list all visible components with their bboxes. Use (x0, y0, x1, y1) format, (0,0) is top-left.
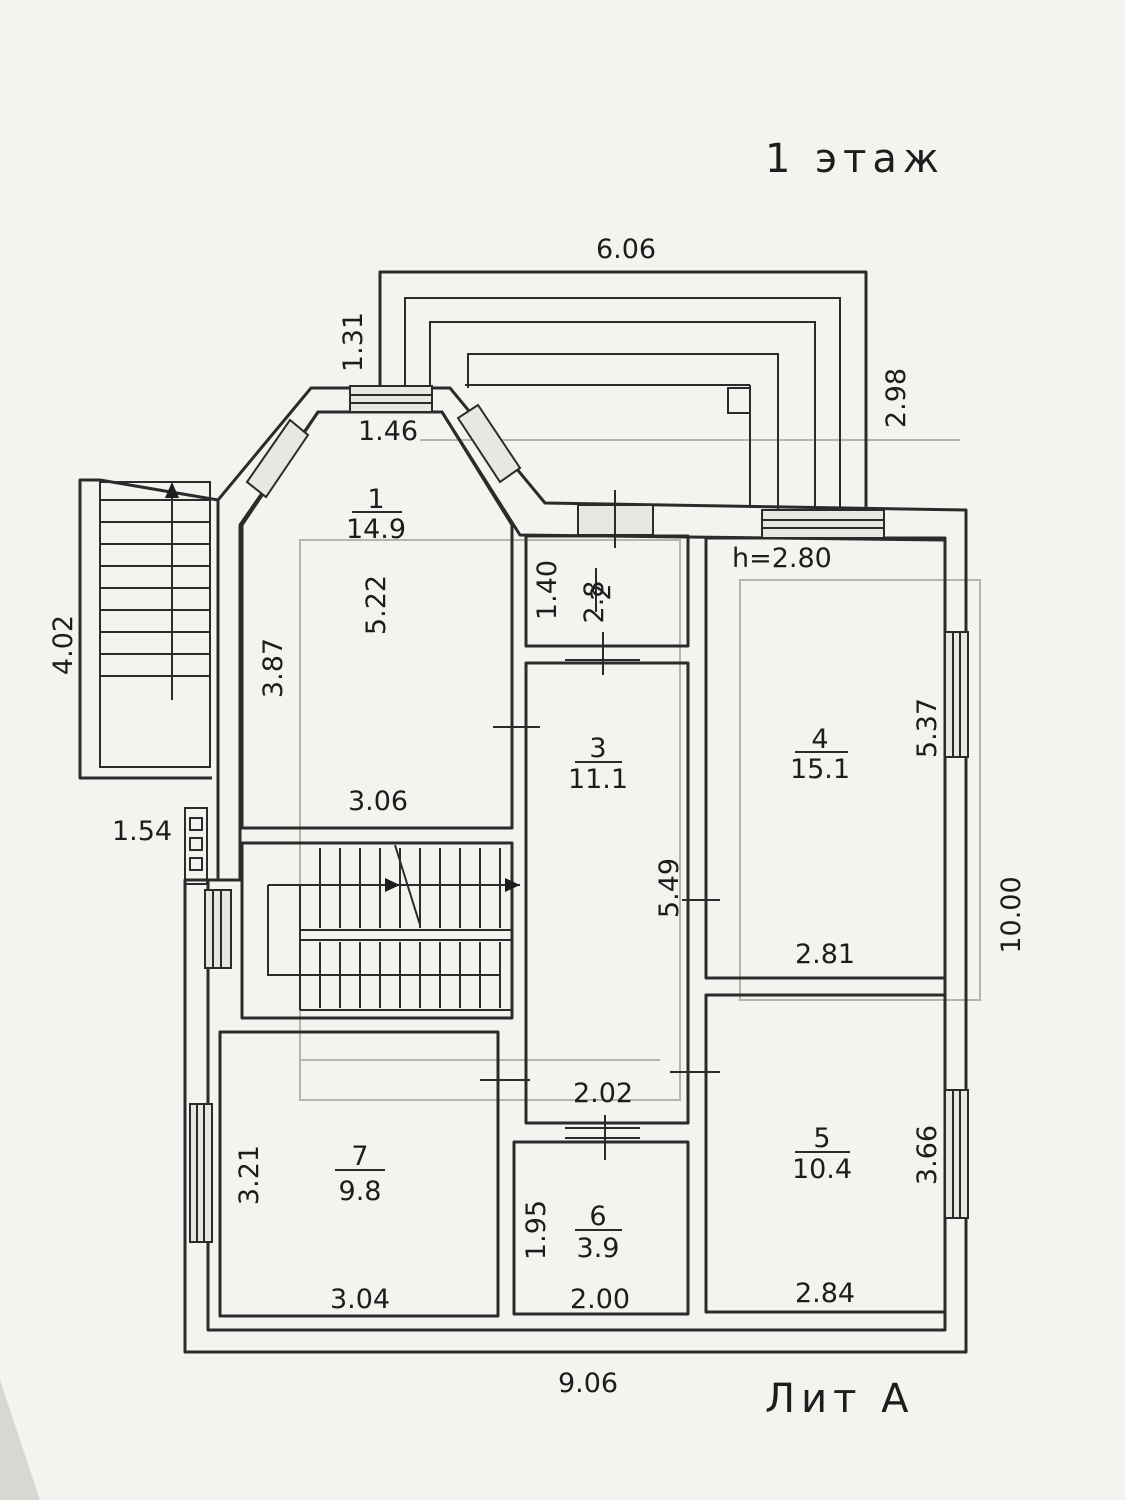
room-labels: 1 14.9 2 2.8 3 11.1 4 15.1 5 10.4 6 3.9 … (335, 484, 852, 1264)
interior-staircase (240, 841, 520, 1020)
dim-terrace-left: 1.31 (338, 312, 369, 372)
dim-room7-height: 3.21 (234, 1145, 265, 1205)
room-7-outline (218, 1030, 500, 1318)
room-5-area: 10.4 (792, 1154, 852, 1185)
dim-room5-height: 3.66 (912, 1125, 943, 1185)
entrance-stairs (78, 478, 219, 885)
room-1-area: 14.9 (346, 514, 406, 545)
room-6-area: 3.9 (577, 1233, 620, 1264)
dim-room1-height: 5.22 (361, 575, 392, 635)
ceiling-height: h=2.80 (732, 543, 832, 574)
dim-room6-width: 2.00 (570, 1284, 630, 1315)
dim-stair-length: 4.02 (48, 615, 79, 675)
dim-terrace-depth: 2.98 (881, 368, 912, 428)
dim-room6-height: 1.95 (521, 1200, 552, 1260)
room-7-number: 7 (351, 1141, 368, 1172)
dim-room4-width: 2.81 (795, 939, 855, 970)
room-1-number: 1 (367, 484, 384, 515)
room-7-area: 9.8 (339, 1176, 382, 1207)
bleed-through (299, 439, 981, 1101)
dim-room4-height: 5.37 (912, 698, 943, 758)
room-3-number: 3 (589, 733, 606, 764)
dimension-labels: 6.06 2.98 1.31 1.46 5.22 3.87 3.06 4.02 … (48, 234, 1027, 1399)
doors (480, 490, 720, 1160)
dim-building-depth: 10.00 (996, 876, 1027, 953)
dim-building-width: 9.06 (558, 1368, 618, 1399)
dim-room1-width: 3.06 (348, 786, 408, 817)
building-label: Лит А (765, 1376, 914, 1422)
room-1-outline (240, 410, 514, 830)
terrace (378, 270, 868, 512)
dim-room5-width: 2.84 (795, 1278, 855, 1309)
dim-room1-side: 3.87 (258, 638, 289, 698)
dim-room3-width: 2.02 (573, 1078, 633, 1109)
dim-room3-height: 5.49 (654, 858, 685, 918)
room-4-area: 15.1 (790, 754, 850, 785)
room-6-outline (512, 1140, 690, 1316)
dim-room2-height: 1.40 (532, 560, 563, 620)
room-5-number: 5 (813, 1123, 830, 1154)
room-2-number: 2 (586, 583, 617, 600)
dim-stair-width: 1.54 (112, 816, 172, 847)
room-3-outline (524, 661, 690, 1125)
dim-room7-width: 3.04 (330, 1284, 390, 1315)
room-4-number: 4 (811, 724, 828, 755)
room-6-number: 6 (589, 1201, 606, 1232)
room-2-area: 2.8 (579, 581, 610, 624)
floor-title: 1 этаж (765, 136, 945, 182)
room-3-area: 11.1 (568, 764, 628, 795)
dim-terrace-width: 6.06 (596, 234, 656, 265)
windows (189, 385, 969, 1243)
dim-bay-width: 1.46 (358, 416, 418, 447)
